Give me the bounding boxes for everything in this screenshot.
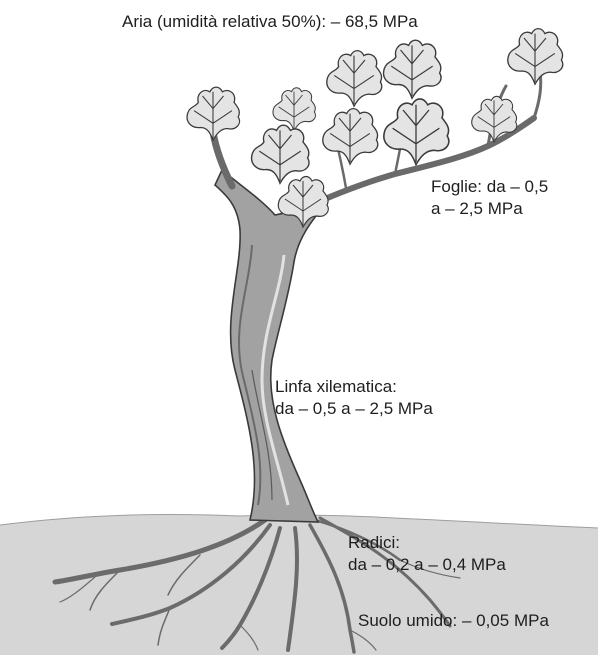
leaf [252,125,309,183]
leaf [327,51,382,107]
xylem-potential-line2: da – 0,5 a – 2,5 MPa [275,398,433,420]
roots-potential-label: Radici: da – 0,2 a – 0,4 MPa [348,532,506,576]
xylem-sap-potential-label: Linfa xilematica: da – 0,5 a – 2,5 MPa [275,376,433,420]
leaf [273,88,315,131]
leaf [508,29,563,85]
soil-potential-text: Suolo umido: – 0,05 MPa [358,610,549,632]
air-potential-label: Aria (umidità relativa 50%): – 68,5 MPa [122,11,418,33]
leaves-potential-line2: a – 2,5 MPa [431,198,548,220]
roots-potential-line2: da – 0,2 a – 0,4 MPa [348,554,506,576]
leaves-potential-line1: Foglie: da – 0,5 [431,176,548,198]
xylem-potential-line1: Linfa xilematica: [275,376,433,398]
leaf [384,99,449,165]
roots-potential-line1: Radici: [348,532,506,554]
leaf [384,40,441,98]
leaf [323,109,378,165]
soil-potential-label: Suolo umido: – 0,05 MPa [358,610,549,632]
leaf [187,87,239,140]
trunk [215,170,325,522]
leaves-potential-label: Foglie: da – 0,5 a – 2,5 MPa [431,176,548,220]
air-potential-text: Aria (umidità relativa 50%): – 68,5 MPa [122,11,418,33]
soil-ground [0,514,598,655]
